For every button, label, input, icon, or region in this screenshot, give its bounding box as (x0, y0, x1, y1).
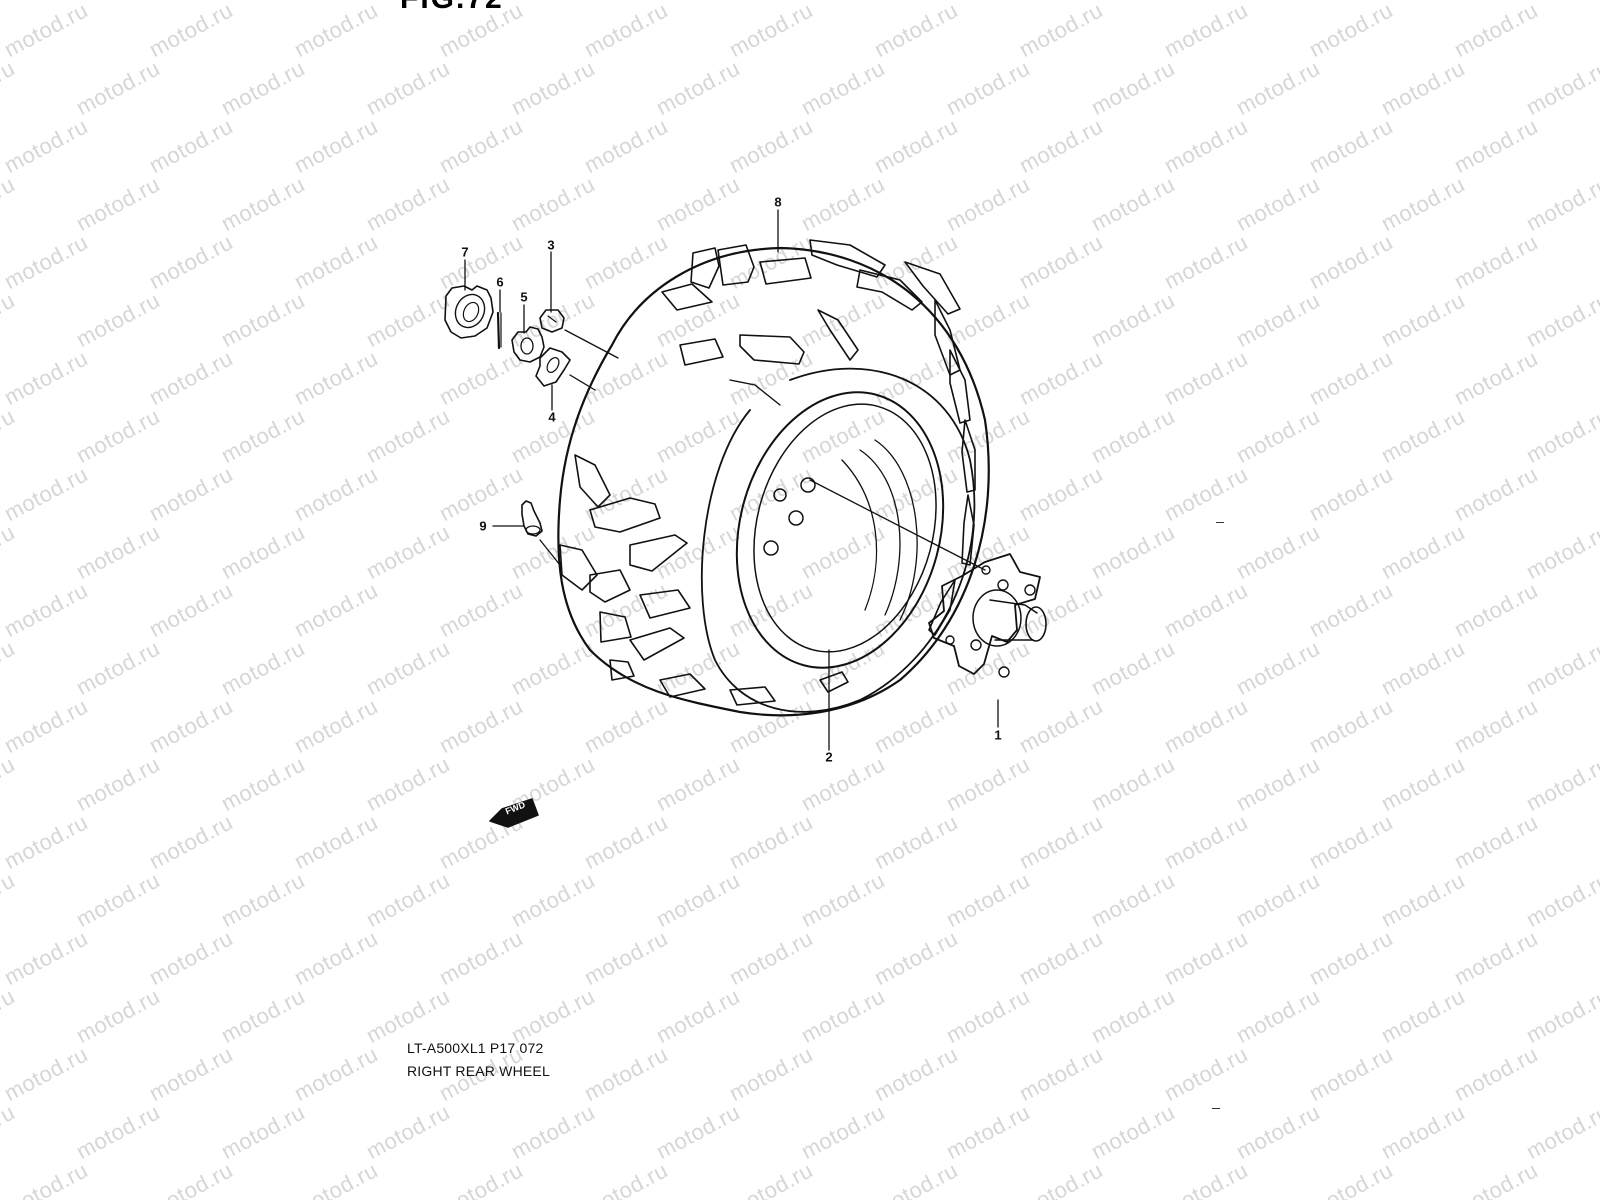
cotter-pin-drawing (496, 311, 502, 350)
callout-2: 2 (825, 749, 833, 765)
stray-mark (1212, 1108, 1220, 1109)
callout-5: 5 (520, 289, 528, 305)
model-code-caption: LT-A500XL1 P17 072 (407, 1040, 544, 1056)
callout-9: 9 (479, 518, 487, 534)
callout-6: 6 (496, 274, 504, 290)
castle-nut-drawing (511, 326, 545, 363)
hub-cap-drawing (444, 285, 494, 339)
callout-7: 7 (461, 244, 469, 260)
figure-name-caption: RIGHT REAR WHEEL (407, 1063, 550, 1079)
washer-plate-drawing (535, 347, 571, 387)
callout-3: 3 (547, 237, 555, 253)
rear-hub-drawing (928, 553, 1047, 678)
valve-stem-drawing (521, 500, 543, 537)
fwd-direction-icon (489, 798, 539, 828)
wheel-nut-drawing (539, 309, 565, 333)
rear-tire-drawing (557, 239, 990, 717)
callout-1: 1 (994, 727, 1002, 743)
callout-4: 4 (548, 409, 556, 425)
callout-8: 8 (774, 194, 782, 210)
leader-lines (464, 209, 999, 751)
figure-title: FIG.72 (400, 0, 504, 16)
stray-mark (1216, 522, 1224, 523)
